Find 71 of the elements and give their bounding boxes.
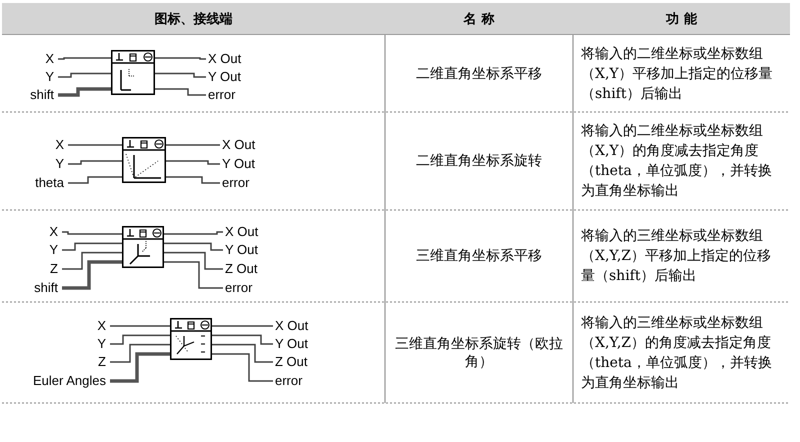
name-cell-text: 二维直角坐标系平移 (416, 64, 542, 82)
name-cell-text: 二维直角坐标系旋转 (416, 152, 542, 170)
description-text: 将输入的二维坐标或坐标数组（X,Y）平移加上指定的位移量（shift）后输出 (581, 44, 774, 104)
terminal-label: X Out (208, 51, 242, 66)
wire (62, 242, 122, 251)
terminal-label: Y Out (275, 336, 308, 351)
wire (166, 160, 220, 165)
terminal-label: X Out (275, 318, 308, 333)
terminal-label: error (222, 175, 250, 190)
wire (164, 231, 223, 235)
terminal-label: Euler Angles (33, 373, 106, 388)
terminal-label: Y Out (222, 156, 256, 171)
column-header: 功 能 (666, 10, 697, 28)
wire (164, 242, 223, 251)
wire (166, 144, 220, 146)
wire (212, 325, 273, 327)
terminal-label: error (275, 373, 302, 388)
description-text: 将输入的三维坐标或坐标数组（X,Y,Z）平移加上指定的位移量（shift）后输出 (581, 227, 772, 286)
wire (110, 344, 170, 363)
terminal-label: Z (98, 354, 106, 369)
name-cell-text: 三维直角坐标系旋转（欧拉角） (395, 334, 563, 370)
wire (155, 57, 206, 60)
terminal-label: Y Out (208, 69, 242, 84)
function-block-icon (111, 50, 155, 95)
terminal-label: X (55, 137, 64, 152)
terminal-label: Z Out (225, 261, 258, 276)
wire (110, 325, 170, 327)
terminal-label: shift (30, 87, 54, 102)
terminal-label: Y (55, 156, 64, 171)
wire (212, 353, 273, 382)
terminal-label: Y (49, 242, 58, 257)
wire (68, 144, 122, 146)
column-header: 图标、接线端 (154, 10, 232, 28)
wire (62, 252, 122, 270)
function-block-icon (122, 137, 166, 183)
terminal-label: Z Out (275, 354, 308, 369)
terminal-label: Z (50, 261, 58, 276)
wire (166, 176, 220, 184)
terminal-label: shift (34, 280, 58, 295)
wire (58, 72, 111, 78)
wire (164, 261, 223, 289)
terminal-label: error (208, 87, 236, 102)
description-text: 将输入的三维坐标或坐标数组（X,Y,Z）的角度减去指定角度（theta，单位弧度），并转换为直角坐标输出 (581, 314, 773, 392)
column-header: 名 称 (464, 10, 494, 28)
wire (155, 88, 206, 96)
wire (58, 57, 111, 60)
terminal-label: Y (45, 69, 54, 84)
wire (212, 344, 273, 363)
wire (164, 252, 223, 270)
terminal-label: X Out (225, 224, 258, 239)
terminal-label: X (97, 318, 106, 333)
wire (68, 176, 122, 184)
wire (62, 260, 122, 290)
terminal-label: X Out (222, 137, 256, 152)
name-cell-text: 三维直角坐标系平移 (416, 247, 542, 265)
function-block-icon (122, 226, 164, 268)
terminal-label: X (49, 224, 58, 239)
description-text: 将输入的二维坐标或坐标数组（X,Y）的角度减去指定角度（theta，单位弧度），并转换为直角坐标输出 (581, 122, 773, 201)
function-block-icon (170, 318, 212, 360)
wire (62, 231, 122, 235)
terminal-label: X (45, 51, 54, 66)
wire (155, 72, 206, 78)
terminal-label: Y Out (225, 242, 258, 257)
wire (110, 334, 170, 345)
terminal-label: theta (35, 175, 64, 190)
wire (110, 352, 170, 383)
terminal-label: Y (97, 336, 106, 351)
wire (68, 160, 122, 165)
wire (212, 334, 273, 345)
terminal-label: error (225, 280, 252, 295)
wire (58, 87, 111, 97)
